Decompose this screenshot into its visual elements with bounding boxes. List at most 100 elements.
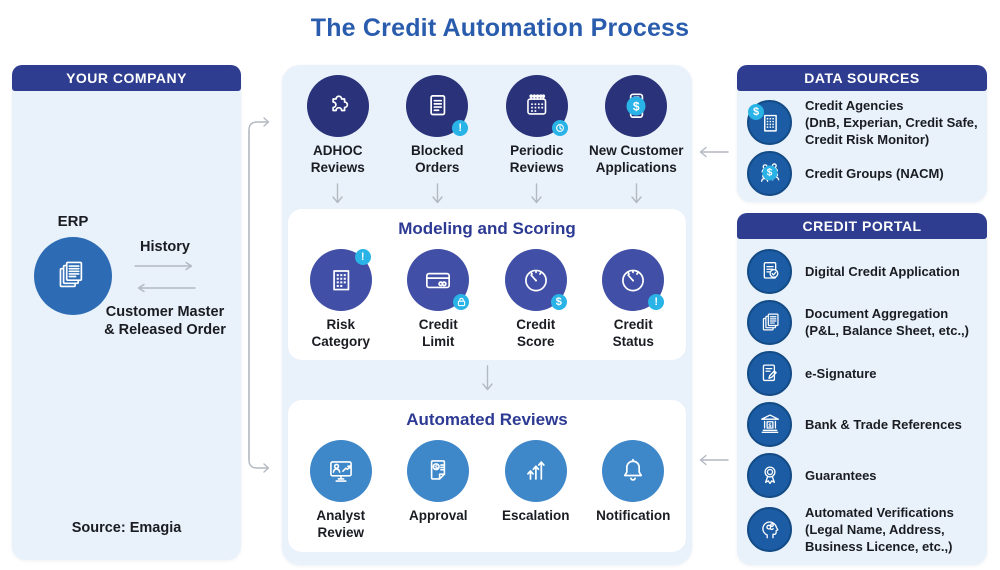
data-sources-header: DATA SOURCES bbox=[737, 65, 987, 91]
down-arrow-icon bbox=[631, 183, 642, 204]
modeling-scoring-card: Modeling and Scoring ! Risk Category bbox=[288, 209, 686, 361]
bell-icon bbox=[602, 440, 665, 503]
node-label: Notification bbox=[596, 508, 671, 524]
puzzle-icon bbox=[306, 75, 369, 137]
item-digital-credit-application: Digital Credit Application bbox=[747, 248, 981, 294]
item-label: Automated Verifications (Legal Name, Add… bbox=[805, 504, 954, 554]
gauge-dollar-icon: $ bbox=[504, 249, 567, 311]
item-credit-groups: $ Credit Groups (NACM) bbox=[747, 150, 981, 196]
alert-badge: ! bbox=[452, 120, 469, 136]
dollar-badge: $ bbox=[748, 104, 764, 121]
modeling-to-automated-arrow bbox=[288, 360, 686, 400]
automated-reviews-title: Automated Reviews bbox=[406, 410, 568, 430]
item-document-aggregation: Document Aggregation (P&L, Balance Sheet… bbox=[747, 299, 981, 345]
node-label: Credit Status bbox=[612, 317, 654, 349]
modeling-row: ! Risk Category bbox=[292, 249, 682, 350]
credit-portal-to-process-arrow-icon bbox=[699, 454, 729, 466]
down-arrow-icon bbox=[531, 183, 542, 204]
lock-badge bbox=[453, 294, 470, 310]
card-lock-icon bbox=[407, 249, 470, 311]
erp-label: ERP bbox=[57, 213, 89, 230]
invoice-dollar-icon: $ bbox=[407, 440, 470, 503]
intake-row: ADHOC Reviews ! Blocked Orders bbox=[288, 75, 686, 183]
customer-master-left-arrow-icon bbox=[137, 283, 196, 293]
node-label: Periodic Reviews bbox=[509, 143, 564, 175]
bank-dollar-icon: $ bbox=[747, 401, 792, 447]
node-notification: Notification bbox=[585, 440, 683, 541]
node-label: Risk Category bbox=[311, 317, 370, 349]
data-sources-panel: DATA SOURCES $ Credit Agencies (DnB, Exp… bbox=[737, 65, 987, 202]
item-label: Credit Agencies (DnB, Experian, Credit S… bbox=[805, 98, 978, 148]
node-credit-limit: Credit Limit bbox=[390, 249, 488, 350]
item-label: Bank & Trade References bbox=[805, 416, 962, 432]
company-to-process-connector-icon bbox=[248, 117, 270, 473]
node-credit-status: ! Credit Status bbox=[585, 249, 683, 350]
item-label: Credit Groups (NACM) bbox=[805, 165, 944, 181]
node-label: Credit Limit bbox=[418, 317, 458, 349]
alert-badge: ! bbox=[354, 249, 371, 265]
down-arrow-icon bbox=[332, 183, 343, 204]
dollar-badge: $ bbox=[626, 96, 646, 116]
medal-icon bbox=[747, 452, 792, 498]
document-alert-icon: ! bbox=[406, 75, 469, 137]
node-periodic-reviews: Periodic Reviews bbox=[487, 75, 587, 183]
head-brain-icon bbox=[747, 506, 792, 552]
node-risk-category: ! Risk Category bbox=[292, 249, 390, 350]
node-label: ADHOC Reviews bbox=[310, 143, 365, 175]
item-guarantees: Guarantees bbox=[747, 452, 981, 498]
clock-badge bbox=[551, 120, 568, 136]
building-dollar-icon: $ bbox=[747, 100, 792, 146]
node-approval: $ Approval bbox=[390, 440, 488, 541]
node-blocked-orders: ! Blocked Orders bbox=[388, 75, 488, 183]
item-automated-verifications: Automated Verifications (Legal Name, Add… bbox=[747, 504, 981, 555]
credit-portal-header: CREDIT PORTAL bbox=[737, 213, 987, 239]
your-company-panel: YOUR COMPANY ERP History Customer Ma bbox=[12, 65, 241, 560]
intake-arrows-row bbox=[288, 183, 686, 209]
item-bank-trade-references: $ Bank & Trade References bbox=[747, 401, 981, 447]
down-arrow-icon bbox=[432, 183, 443, 204]
documents-stack-icon bbox=[747, 299, 792, 345]
page-title: The Credit Automation Process bbox=[310, 14, 690, 42]
node-label: Escalation bbox=[501, 508, 570, 524]
history-right-arrow-icon bbox=[134, 261, 193, 271]
document-check-icon bbox=[747, 248, 792, 294]
your-company-header: YOUR COMPANY bbox=[12, 65, 241, 91]
history-label: History bbox=[140, 239, 190, 255]
credit-portal-items: Digital Credit Application Document Aggr… bbox=[737, 239, 987, 565]
grid-alert-icon: ! bbox=[309, 249, 372, 311]
people-dollar-icon: $ bbox=[747, 150, 792, 196]
node-label: New Customer Applications bbox=[588, 143, 684, 175]
data-sources-to-process-arrow-icon bbox=[699, 146, 729, 158]
data-sources-items: $ Credit Agencies (DnB, Experian, Credit… bbox=[737, 91, 987, 202]
item-credit-agencies: $ Credit Agencies (DnB, Experian, Credit… bbox=[747, 97, 981, 148]
document-pen-icon bbox=[747, 350, 792, 396]
calendar-clock-icon bbox=[505, 75, 568, 137]
item-label: Digital Credit Application bbox=[805, 263, 960, 279]
documents-stack-icon bbox=[34, 237, 112, 315]
node-label: Blocked Orders bbox=[410, 143, 464, 175]
node-new-customer-applications: $ New Customer Applications bbox=[587, 75, 687, 183]
customer-master-label: Customer Master & Released Order bbox=[104, 304, 226, 339]
node-adhoc-reviews: ADHOC Reviews bbox=[288, 75, 388, 183]
node-label: Analyst Review bbox=[316, 508, 366, 541]
gauge-alert-icon: ! bbox=[602, 249, 665, 311]
node-escalation: Escalation bbox=[487, 440, 585, 541]
item-label: e-Signature bbox=[805, 365, 877, 381]
item-label: Document Aggregation (P&L, Balance Sheet… bbox=[805, 306, 969, 339]
source-note: Source: Emagia bbox=[71, 520, 182, 536]
item-e-signature: e-Signature bbox=[747, 350, 981, 396]
analyst-monitor-icon bbox=[309, 440, 372, 503]
dollar-badge: $ bbox=[550, 294, 567, 310]
node-label: Approval bbox=[408, 508, 468, 524]
down-arrow-icon bbox=[481, 365, 493, 391]
alert-badge: ! bbox=[648, 294, 665, 310]
dollar-badge: $ bbox=[762, 165, 777, 181]
arrows-up-icon bbox=[504, 440, 567, 503]
credit-portal-panel: CREDIT PORTAL Digital Credit Application bbox=[737, 213, 987, 565]
modeling-scoring-title: Modeling and Scoring bbox=[398, 219, 576, 238]
process-panel: ADHOC Reviews ! Blocked Orders bbox=[282, 65, 692, 565]
node-analyst-review: Analyst Review bbox=[292, 440, 390, 541]
item-label: Guarantees bbox=[805, 467, 877, 483]
svg-text:$: $ bbox=[434, 465, 438, 471]
